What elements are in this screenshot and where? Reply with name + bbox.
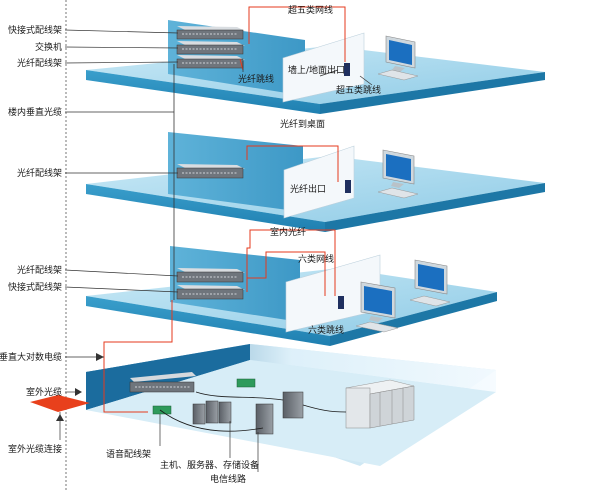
- label-indoor-fiber: 室内光纤: [270, 226, 306, 238]
- floor-3: [86, 246, 497, 346]
- floor-2-rack: [176, 164, 245, 179]
- leader-lines: [59, 29, 373, 472]
- label-fiber-patch-panel-2: 光纤配线架: [17, 167, 62, 179]
- label-host-server-storage: 主机、服务器、存储设备: [160, 459, 259, 471]
- arrow-outdoor-connection: [56, 414, 64, 421]
- label-cat6-jumper: 六类跳线: [308, 324, 344, 336]
- floor-2-computer: [377, 149, 419, 199]
- floor-1-partition: [282, 32, 365, 103]
- label-telecom-line: 电信线路: [210, 473, 246, 485]
- basement-storage-array: [345, 379, 415, 429]
- floor-3-computer-back: [409, 259, 451, 307]
- floor-1-computer: [377, 35, 419, 81]
- floor-2-partition: [283, 145, 355, 219]
- floor-1-rack: [176, 26, 245, 69]
- basement-green-device-1: [236, 378, 256, 388]
- floor-3-outlet: [338, 296, 344, 309]
- floor-2-outlet: [345, 180, 351, 193]
- voice-patch-panel-device: [152, 405, 172, 415]
- red-cables: [103, 6, 346, 413]
- label-quick-patch-panel-3: 快接式配线架: [8, 281, 62, 293]
- label-vertical-multipair-cable: 垂直大对数电缆: [0, 351, 62, 363]
- basement-rack-panel: [129, 372, 196, 393]
- label-fiber-patch-panel-top: 光纤配线架: [17, 57, 62, 69]
- label-outdoor-fiber-connection: 室外光缆连接: [8, 443, 62, 455]
- floor-1: [86, 20, 545, 114]
- floor-2-front-side: [86, 184, 325, 232]
- basement-floor: [86, 344, 496, 466]
- floor-1-outlet: [344, 63, 350, 76]
- label-outdoor-fiber: 室外光缆: [26, 386, 62, 398]
- floor-3-back-wall: [170, 246, 300, 322]
- label-fiber-patch-panel-3: 光纤配线架: [17, 264, 62, 276]
- labels: 快接式配线架 交换机 光纤配线架 楼内垂直光缆 光纤配线架 光纤配线架 快接式配…: [0, 4, 381, 485]
- label-fiber-outlet: 光纤出口: [290, 183, 326, 195]
- floor-3-front-side: [86, 296, 330, 346]
- label-cat6-cable: 六类网线: [298, 253, 334, 265]
- label-quick-patch-panel-top: 快接式配线架: [8, 24, 62, 36]
- basement-server-cluster: [192, 391, 304, 435]
- basement-cables: [159, 391, 347, 432]
- floor-1-front-side: [86, 70, 320, 114]
- floor-2-right-side: [325, 183, 545, 232]
- outdoor-fiber-pad: [30, 395, 90, 412]
- arrow-outdoor-fiber: [75, 388, 82, 396]
- floor-1-right-side: [320, 72, 545, 114]
- label-voice-patch-panel: 语音配线架: [106, 448, 151, 460]
- floor-2: [86, 132, 545, 232]
- label-wall-floor-outlet: 墙上/地面出口: [288, 64, 345, 76]
- arrow-vertical-cable: [96, 353, 104, 361]
- label-switch: 交换机: [35, 41, 62, 53]
- floor-3-right-side: [330, 292, 497, 346]
- label-fiber-to-desk: 光纤到桌面: [280, 118, 325, 130]
- floor-3-rack: [176, 268, 245, 300]
- label-cat5e-cable: 超五类网线: [288, 4, 333, 16]
- label-building-vertical-fiber: 楼内垂直光缆: [8, 106, 62, 118]
- label-cat5e-jumper: 超五类跳线: [336, 84, 381, 96]
- floor-3-computer-front: [355, 281, 399, 333]
- label-fiber-jumper: 光纤跳线: [238, 73, 274, 85]
